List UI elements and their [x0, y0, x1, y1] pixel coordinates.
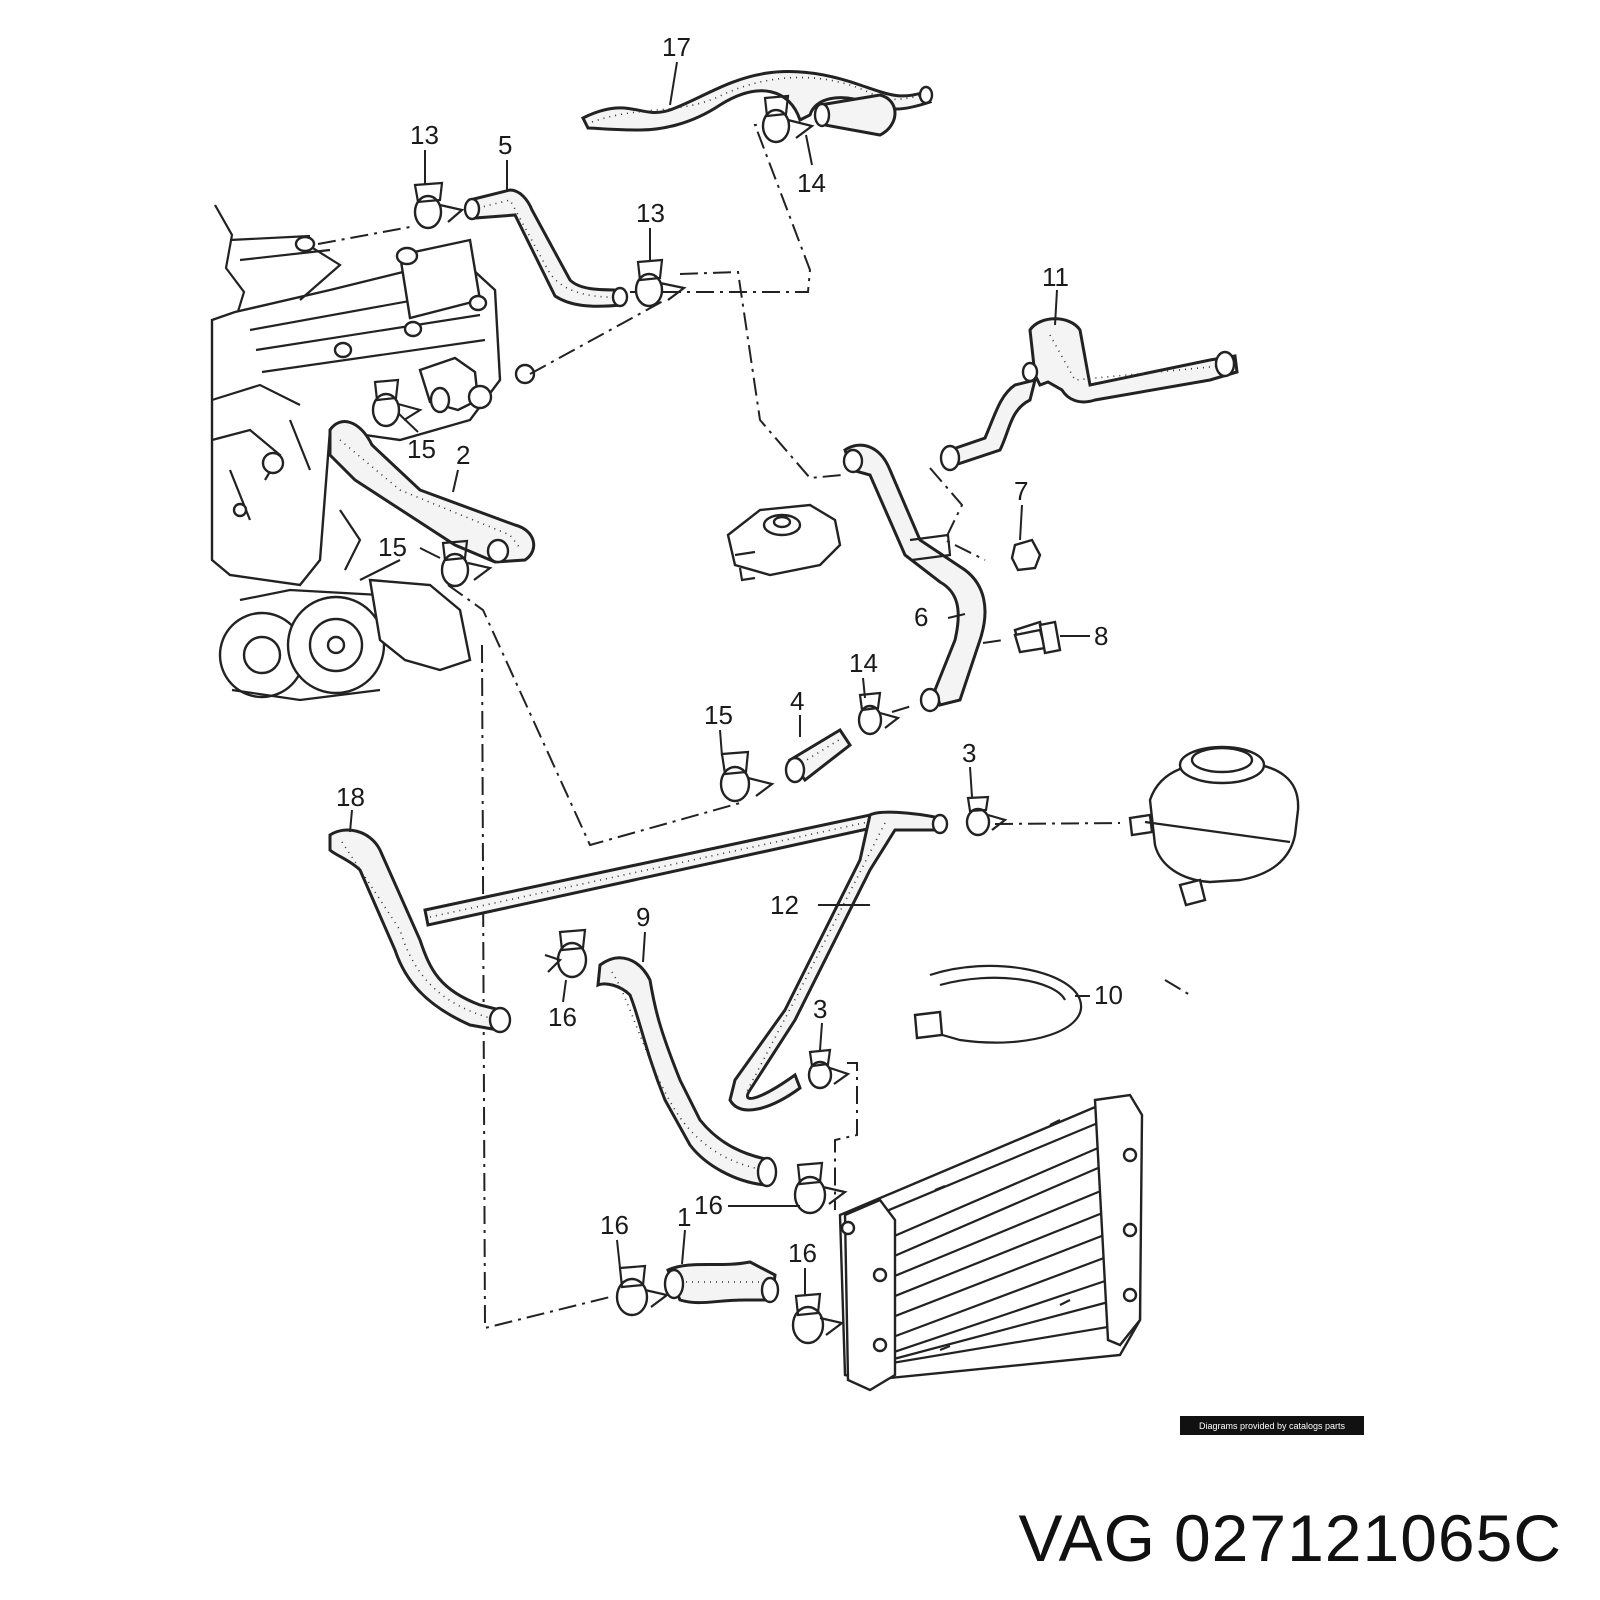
- callout-11: 11: [1042, 262, 1069, 292]
- hose-1: [663, 1260, 780, 1305]
- callout-18: 18: [336, 782, 365, 812]
- callout-7: 7: [1014, 476, 1028, 506]
- diagram-credit-label: Diagrams provided by catalogs parts: [1180, 1416, 1364, 1435]
- clamp-band-10: [913, 964, 1083, 1044]
- bolt-8: [1013, 620, 1062, 655]
- cap-7: [1010, 538, 1042, 572]
- hose-2: [328, 420, 536, 564]
- callout-16a: 16: [548, 1002, 577, 1032]
- hose-11: [939, 317, 1239, 472]
- callout-9: 9: [636, 902, 650, 932]
- hose-18: [328, 828, 512, 1034]
- callout-4: 4: [790, 686, 804, 716]
- hose-4: [784, 727, 853, 784]
- hose-12: [423, 810, 949, 1112]
- callout-3b: 3: [813, 994, 827, 1024]
- connection-lines: [317, 123, 1191, 1330]
- clamp-14b: [857, 691, 901, 736]
- clamp-16a: [544, 928, 588, 979]
- callout-16c: 16: [600, 1210, 629, 1240]
- clamp-15c: [719, 750, 775, 803]
- hose-5: [463, 188, 629, 308]
- callout-8: 8: [1094, 621, 1108, 651]
- callout-1: 1: [677, 1202, 691, 1232]
- callout-6: 6: [914, 602, 928, 632]
- callout-2: 2: [456, 440, 470, 470]
- hose-9: [596, 956, 778, 1188]
- callout-15c: 15: [704, 700, 733, 730]
- callout-labels: 17 13 5 13 14 11 15 2 15 7 6 8 14 15 4 3…: [336, 32, 1123, 1268]
- callout-10: 10: [1094, 980, 1123, 1010]
- hose-17: [580, 70, 934, 137]
- clamp-14a: [761, 94, 815, 144]
- callout-15a: 15: [407, 434, 436, 464]
- callout-14a: 14: [797, 168, 826, 198]
- callout-14b: 14: [849, 648, 878, 678]
- radiator: [838, 1093, 1144, 1392]
- part-number-code: 027121065C: [1173, 1501, 1562, 1575]
- engine-block: [210, 204, 536, 702]
- callout-17: 17: [662, 32, 691, 62]
- diagram-credit-text: Diagrams provided by catalogs parts: [1198, 1420, 1346, 1431]
- callout-3a: 3: [962, 738, 976, 768]
- callout-16d: 16: [788, 1238, 817, 1268]
- clamps: [371, 94, 1008, 1345]
- callout-16b: 16: [694, 1190, 723, 1220]
- callout-15b: 15: [378, 532, 407, 562]
- clamp-15a: [371, 378, 423, 428]
- callout-13a: 13: [410, 120, 439, 150]
- clamp-3a: [965, 795, 1008, 837]
- callout-12: 12: [770, 890, 799, 920]
- callout-5: 5: [498, 130, 512, 160]
- clamp-13a: [413, 181, 465, 230]
- leader-lines: [349, 61, 1090, 1296]
- clamp-16b: [793, 1161, 848, 1215]
- expansion-tank: [1128, 745, 1300, 907]
- brand-name: VAG: [1018, 1501, 1156, 1575]
- clamp-3b: [807, 1048, 851, 1090]
- callout-13b: 13: [636, 198, 665, 228]
- clamp-13b: [634, 258, 687, 308]
- clamp-16c: [615, 1264, 670, 1317]
- sensor-housing: [726, 503, 842, 582]
- clamp-16d: [791, 1292, 845, 1345]
- clamp-15b: [440, 539, 493, 588]
